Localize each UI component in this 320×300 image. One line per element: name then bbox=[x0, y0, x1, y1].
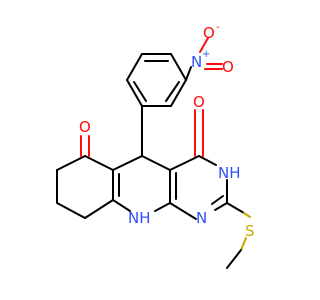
methylthio-group: S bbox=[226, 202, 255, 269]
amide-o-label: O bbox=[193, 93, 205, 111]
nitro-o-top-charge: - bbox=[216, 22, 220, 33]
nitrophenyl-ring bbox=[126, 53, 187, 107]
nitro-o-top-label: O bbox=[203, 24, 215, 42]
ring-n-label: N bbox=[196, 209, 207, 227]
central-ring bbox=[112, 105, 177, 212]
pyrimidinone-ring: O NH N bbox=[169, 93, 241, 227]
nitro-group: N + O - O bbox=[185, 22, 234, 81]
ring-nh: NH bbox=[128, 209, 151, 227]
amide-nh-label: NH bbox=[218, 164, 241, 182]
cyclohexenone-ring: O bbox=[56, 118, 114, 219]
nitro-o-right-label: O bbox=[222, 58, 234, 76]
sulfur-label: S bbox=[245, 222, 255, 240]
ketone-o-label: O bbox=[79, 118, 91, 136]
molecule-structure-diagram: N + O - O O O bbox=[56, 22, 255, 269]
ring-nh-label: NH bbox=[128, 209, 151, 227]
nitro-n-charge: + bbox=[202, 49, 210, 60]
nitro-n-label: N bbox=[191, 53, 202, 71]
